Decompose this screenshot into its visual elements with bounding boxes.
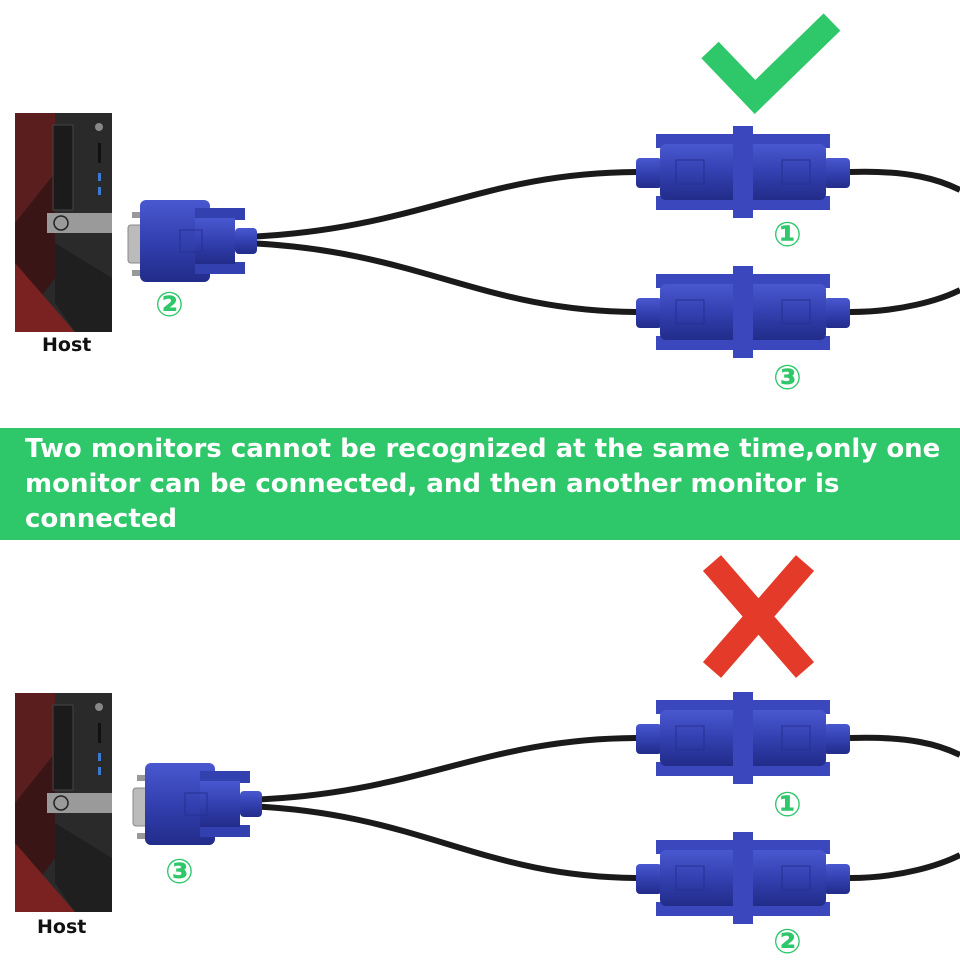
coupler-number: ① [773,215,802,255]
coupler-number: ③ [773,358,802,398]
vga-coupler-2 [636,832,850,924]
banner-line-2: monitor can be connected, and then anoth… [25,468,840,534]
vga-plug [132,762,263,846]
cable [244,240,641,315]
vga-plug [127,199,258,283]
cable [849,852,960,881]
cable [849,287,960,315]
coupler-number: ② [773,922,802,960]
vga-coupler-1 [636,692,850,784]
cross-icon-stroke [702,555,815,678]
check-icon [701,13,841,115]
host-label: Host [37,916,87,938]
plug-number: ② [155,285,184,325]
cable [849,168,960,193]
cable [244,735,641,803]
host-computer [14,692,113,913]
cable [244,169,641,240]
info-banner: Two monitors cannot be recognized at the… [0,428,960,540]
cable [244,803,641,881]
vga-coupler-1 [636,126,850,218]
coupler-number: ① [773,785,802,825]
plug-number: ③ [165,852,194,892]
host-label: Host [42,334,92,356]
host-computer [14,112,113,333]
vga-coupler-3 [636,266,850,358]
cable [849,734,960,758]
banner-line-1: Two monitors cannot be recognized at the… [25,433,941,464]
